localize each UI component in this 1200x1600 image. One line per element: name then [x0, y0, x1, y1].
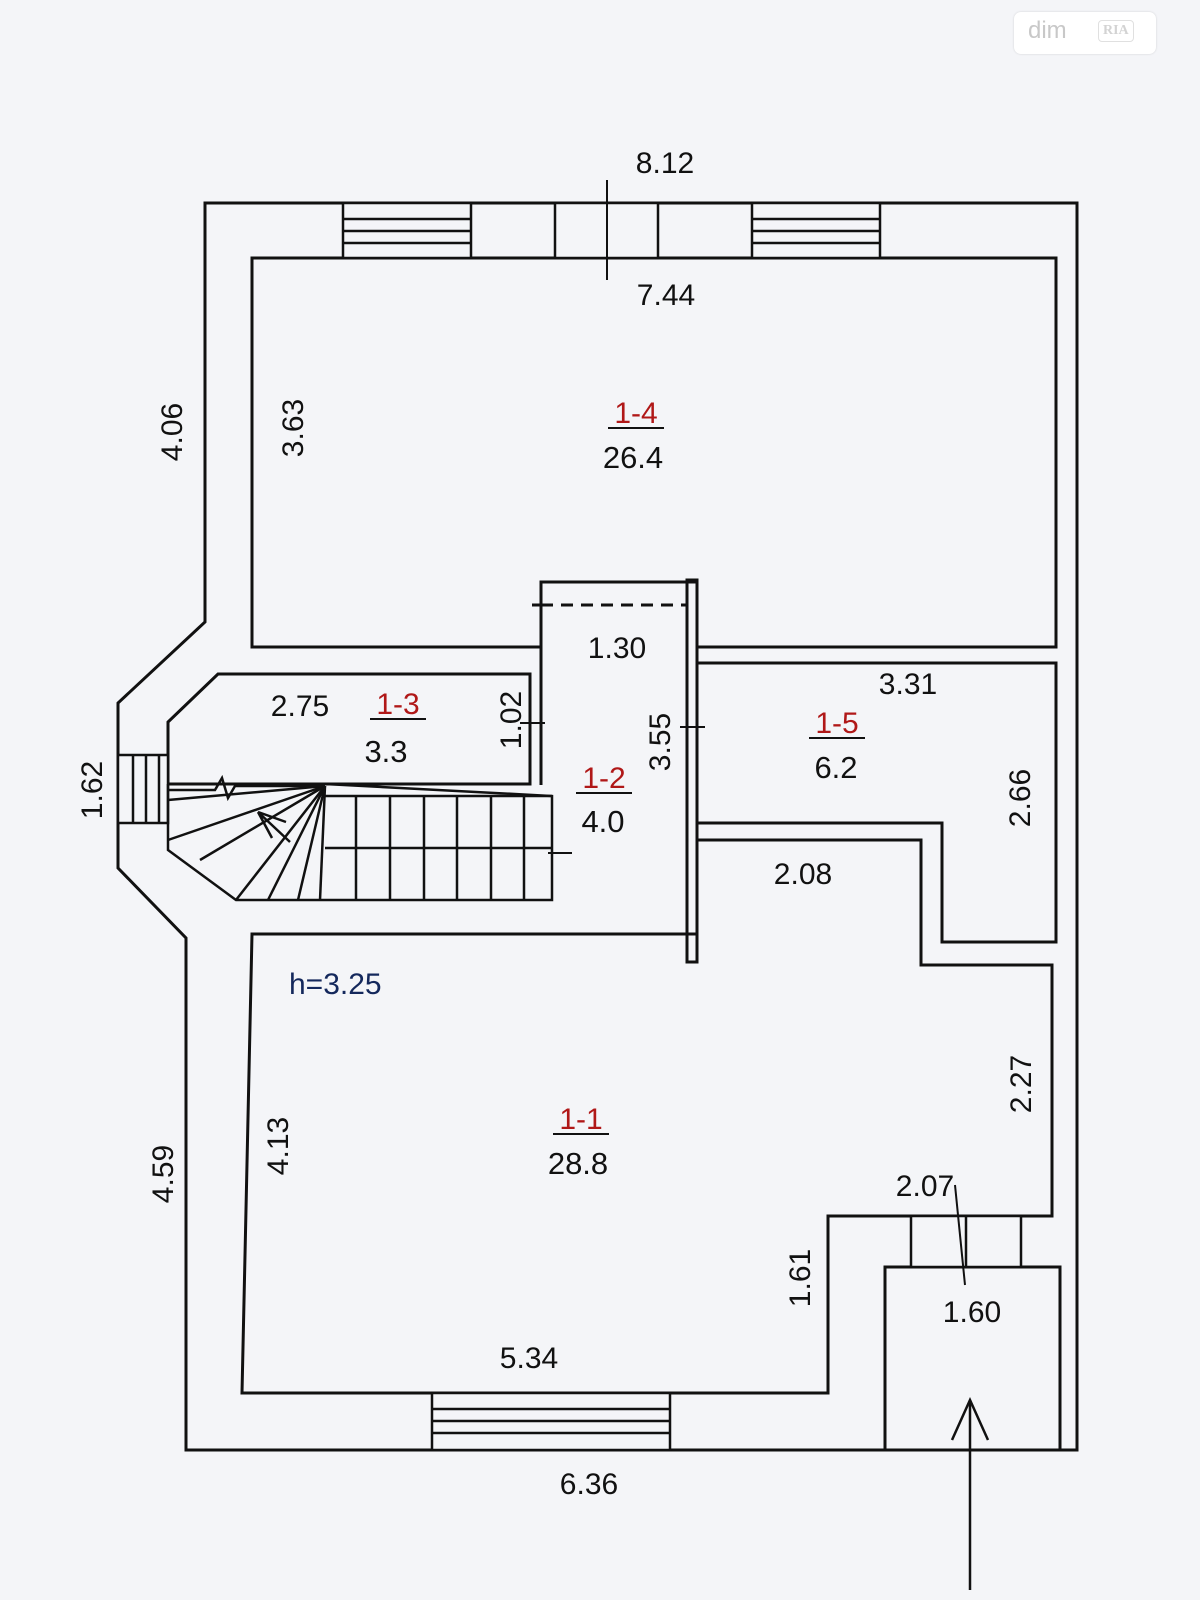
window-bottom: [430, 1391, 672, 1452]
watermark-text: dim: [1028, 17, 1067, 44]
room-label-1-3: 1-3 3.3: [364, 688, 426, 769]
dim-room-1-5-depth: 2.66: [1004, 769, 1037, 827]
dim-room-1-3-width: 1.02: [495, 691, 528, 749]
room-area: 26.4: [603, 440, 663, 475]
room-label-1-5: 1-5 6.2: [809, 707, 865, 785]
dim-entry-depth: 1.61: [784, 1249, 817, 1307]
dim-corridor-length: 3.55: [644, 713, 677, 771]
dim-right-lower: 2.27: [1005, 1055, 1038, 1113]
entry-door: [909, 1214, 1023, 1269]
dim-bay-width: 1.62: [76, 761, 109, 819]
dim-left-lower-inner: 4.13: [262, 1117, 295, 1175]
outer-wall: [116, 201, 1079, 1452]
room-id: 1-2: [582, 762, 625, 795]
dim-top-inner: 7.44: [637, 279, 695, 312]
dim-top-outer: 8.12: [636, 147, 694, 180]
dim-corridor-width: 1.30: [588, 632, 646, 665]
room-1-3-wall: [166, 672, 532, 786]
room-area: 6.2: [814, 750, 857, 785]
watermark-badge: dim RIA: [1014, 12, 1156, 54]
dim-porch-width: 1.60: [943, 1296, 1001, 1329]
dimension-ticks: [520, 180, 966, 1286]
room-label-1-2: 1-2 4.0: [576, 762, 632, 839]
dim-step-width: 2.08: [774, 858, 832, 891]
window-top-left: [341, 201, 473, 260]
dim-left-upper-outer: 4.06: [156, 403, 189, 461]
room-label-1-1: 1-1 28.8: [548, 1103, 609, 1181]
ceiling-height-note: h=3.25: [289, 968, 382, 1001]
room-1-1-wall: [240, 838, 1054, 1395]
room-id: 1-4: [614, 397, 657, 430]
staircase: [166, 774, 554, 902]
dim-entry-width: 2.07: [896, 1170, 954, 1203]
room-id: 1-5: [815, 707, 858, 740]
dim-bottom-outer: 6.36: [560, 1468, 618, 1501]
dim-left-lower-outer: 4.59: [147, 1145, 180, 1203]
room-area: 28.8: [548, 1146, 608, 1181]
dim-room-1-3-length: 2.75: [271, 690, 329, 723]
room-area: 3.3: [364, 734, 407, 769]
partition-post: [685, 578, 699, 964]
partition-stub: [532, 603, 543, 785]
room-id: 1-1: [559, 1103, 602, 1136]
room-area: 4.0: [581, 804, 624, 839]
window-top-right: [750, 201, 882, 260]
entrance-arrow: [950, 1396, 990, 1590]
porch-wall: [883, 1265, 1062, 1452]
watermark-logo: RIA: [1098, 20, 1134, 42]
window-bay: [116, 753, 170, 825]
dim-room-1-5-width: 3.31: [879, 668, 937, 701]
dim-left-upper-inner: 3.63: [277, 399, 310, 457]
dim-bottom-inner: 5.34: [500, 1342, 558, 1375]
room-1-5-wall: [695, 661, 1058, 944]
room-id: 1-3: [376, 688, 419, 721]
room-label-1-4: 1-4 26.4: [603, 397, 664, 475]
